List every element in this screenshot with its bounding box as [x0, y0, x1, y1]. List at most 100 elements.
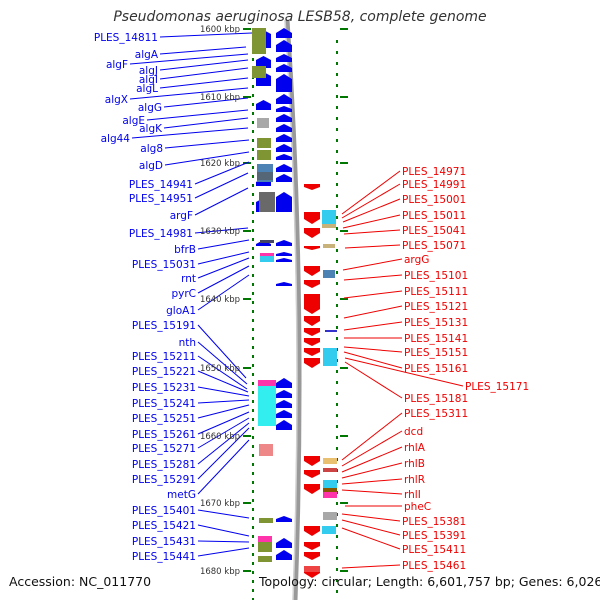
gene-label-ples_14941[interactable]: PLES_14941 [129, 179, 193, 191]
gene-block[interactable] [323, 468, 337, 472]
gene-block[interactable] [257, 172, 273, 180]
gene-block[interactable] [322, 224, 336, 228]
forward-gene-arrow[interactable] [276, 144, 292, 152]
gene-label-rnt[interactable]: rnt [181, 273, 196, 285]
reverse-gene-arrow[interactable] [304, 338, 320, 346]
gene-label-ples_15161[interactable]: PLES_15161 [404, 363, 468, 375]
reverse-gene-arrow[interactable] [304, 470, 320, 478]
gene-label-dcd[interactable]: dcd [404, 426, 423, 438]
gene-label-algf[interactable]: algF [106, 59, 128, 71]
gene-label-ples_15281[interactable]: PLES_15281 [132, 459, 196, 471]
forward-gene-arrow[interactable] [276, 516, 292, 522]
gene-block[interactable] [252, 66, 266, 78]
reverse-gene-arrow[interactable] [304, 484, 320, 494]
gene-block[interactable] [258, 542, 272, 552]
forward-gene-arrow[interactable] [276, 74, 292, 92]
gene-label-algi[interactable]: algI [139, 74, 158, 86]
forward-gene-arrow[interactable] [276, 114, 292, 122]
forward-gene-arrow[interactable] [276, 550, 292, 560]
gene-label-ples_15001[interactable]: PLES_15001 [402, 194, 466, 206]
gene-label-ples_15191[interactable]: PLES_15191 [132, 320, 196, 332]
forward-gene-arrow[interactable] [276, 538, 292, 548]
gene-label-ples_14981[interactable]: PLES_14981 [129, 228, 193, 240]
gene-label-ples_15141[interactable]: PLES_15141 [404, 333, 468, 345]
gene-label-ples_15261[interactable]: PLES_15261 [132, 429, 196, 441]
gene-block[interactable] [260, 256, 274, 262]
forward-gene-arrow[interactable] [276, 420, 292, 430]
gene-label-ples_15121[interactable]: PLES_15121 [404, 301, 468, 313]
gene-label-algx[interactable]: algX [105, 94, 128, 106]
gene-label-alga[interactable]: algA [135, 49, 159, 61]
reverse-gene-arrow[interactable] [304, 348, 320, 356]
gene-label-ples_15431[interactable]: PLES_15431 [132, 536, 196, 548]
gene-label-ples_15461[interactable]: PLES_15461 [402, 560, 466, 572]
gene-label-ples_15041[interactable]: PLES_15041 [402, 225, 466, 237]
gene-label-ples_15111[interactable]: PLES_15111 [404, 286, 468, 298]
gene-block[interactable] [258, 556, 272, 562]
gene-block[interactable] [323, 488, 337, 492]
reverse-gene-arrow[interactable] [304, 526, 320, 536]
gene-label-argf[interactable]: argF [170, 210, 193, 222]
gene-label-ples_15031[interactable]: PLES_15031 [132, 259, 196, 271]
gene-label-ples_15241[interactable]: PLES_15241 [132, 398, 196, 410]
gene-label-alg44[interactable]: alg44 [101, 133, 131, 145]
forward-gene-arrow[interactable] [276, 174, 292, 182]
gene-label-ples_15071[interactable]: PLES_15071 [402, 240, 466, 252]
reverse-gene-arrow[interactable] [304, 456, 320, 466]
gene-block[interactable] [322, 526, 336, 534]
gene-block[interactable] [323, 512, 337, 520]
gene-label-rhli[interactable]: rhlI [404, 489, 421, 501]
gene-block[interactable] [257, 118, 269, 128]
gene-label-rhlr[interactable]: rhlR [404, 474, 425, 486]
forward-gene-arrow[interactable] [276, 252, 292, 256]
reverse-gene-arrow[interactable] [304, 294, 320, 314]
gene-block[interactable] [257, 150, 271, 160]
gene-label-ples_15131[interactable]: PLES_15131 [404, 317, 468, 329]
gene-block[interactable] [259, 192, 275, 212]
forward-gene-arrow[interactable] [276, 134, 292, 142]
forward-gene-arrow[interactable] [276, 40, 292, 52]
gene-label-rhla[interactable]: rhlA [404, 442, 426, 454]
gene-block[interactable] [325, 330, 337, 332]
reverse-gene-arrow[interactable] [304, 228, 320, 238]
gene-label-phec[interactable]: pheC [404, 501, 431, 513]
forward-gene-arrow[interactable] [276, 164, 292, 172]
gene-block[interactable] [304, 566, 320, 572]
forward-gene-arrow[interactable] [276, 378, 292, 388]
reverse-gene-arrow[interactable] [304, 552, 320, 560]
forward-gene-arrow[interactable] [276, 400, 292, 408]
gene-block[interactable] [258, 386, 276, 426]
forward-gene-arrow[interactable] [256, 100, 271, 110]
gene-label-ples_15181[interactable]: PLES_15181 [404, 393, 468, 405]
gene-label-ples_15221[interactable]: PLES_15221 [132, 366, 196, 378]
gene-label-ples_15211[interactable]: PLES_15211 [132, 351, 196, 363]
gene-label-ples_15421[interactable]: PLES_15421 [132, 520, 196, 532]
gene-block[interactable] [258, 380, 276, 386]
gene-label-ples_15251[interactable]: PLES_15251 [132, 413, 196, 425]
gene-label-ples_15011[interactable]: PLES_15011 [402, 210, 466, 222]
forward-gene-arrow[interactable] [276, 240, 292, 246]
forward-gene-arrow[interactable] [276, 282, 292, 286]
gene-block[interactable] [258, 536, 272, 542]
gene-label-alg8[interactable]: alg8 [140, 143, 163, 155]
reverse-gene-arrow[interactable] [304, 280, 320, 288]
gene-label-argg[interactable]: argG [404, 254, 429, 266]
gene-block[interactable] [252, 44, 266, 54]
gene-label-algl[interactable]: algL [136, 83, 158, 95]
reverse-gene-arrow[interactable] [304, 542, 320, 550]
forward-gene-arrow[interactable] [276, 390, 292, 398]
gene-label-algg[interactable]: algG [138, 102, 162, 114]
gene-label-pyrc[interactable]: pyrC [171, 288, 196, 300]
gene-label-algd[interactable]: algD [139, 160, 163, 172]
gene-block[interactable] [323, 270, 335, 278]
forward-gene-arrow[interactable] [276, 258, 292, 262]
gene-label-ples_14991[interactable]: PLES_14991 [402, 179, 466, 191]
gene-label-ples_15311[interactable]: PLES_15311 [404, 408, 468, 420]
gene-label-ples_15151[interactable]: PLES_15151 [404, 347, 468, 359]
forward-gene-arrow[interactable] [276, 106, 292, 112]
gene-block[interactable] [323, 244, 335, 248]
gene-label-ples_15171[interactable]: PLES_15171 [465, 381, 529, 393]
gene-label-ples_15381[interactable]: PLES_15381 [402, 516, 466, 528]
forward-gene-arrow[interactable] [276, 28, 292, 38]
